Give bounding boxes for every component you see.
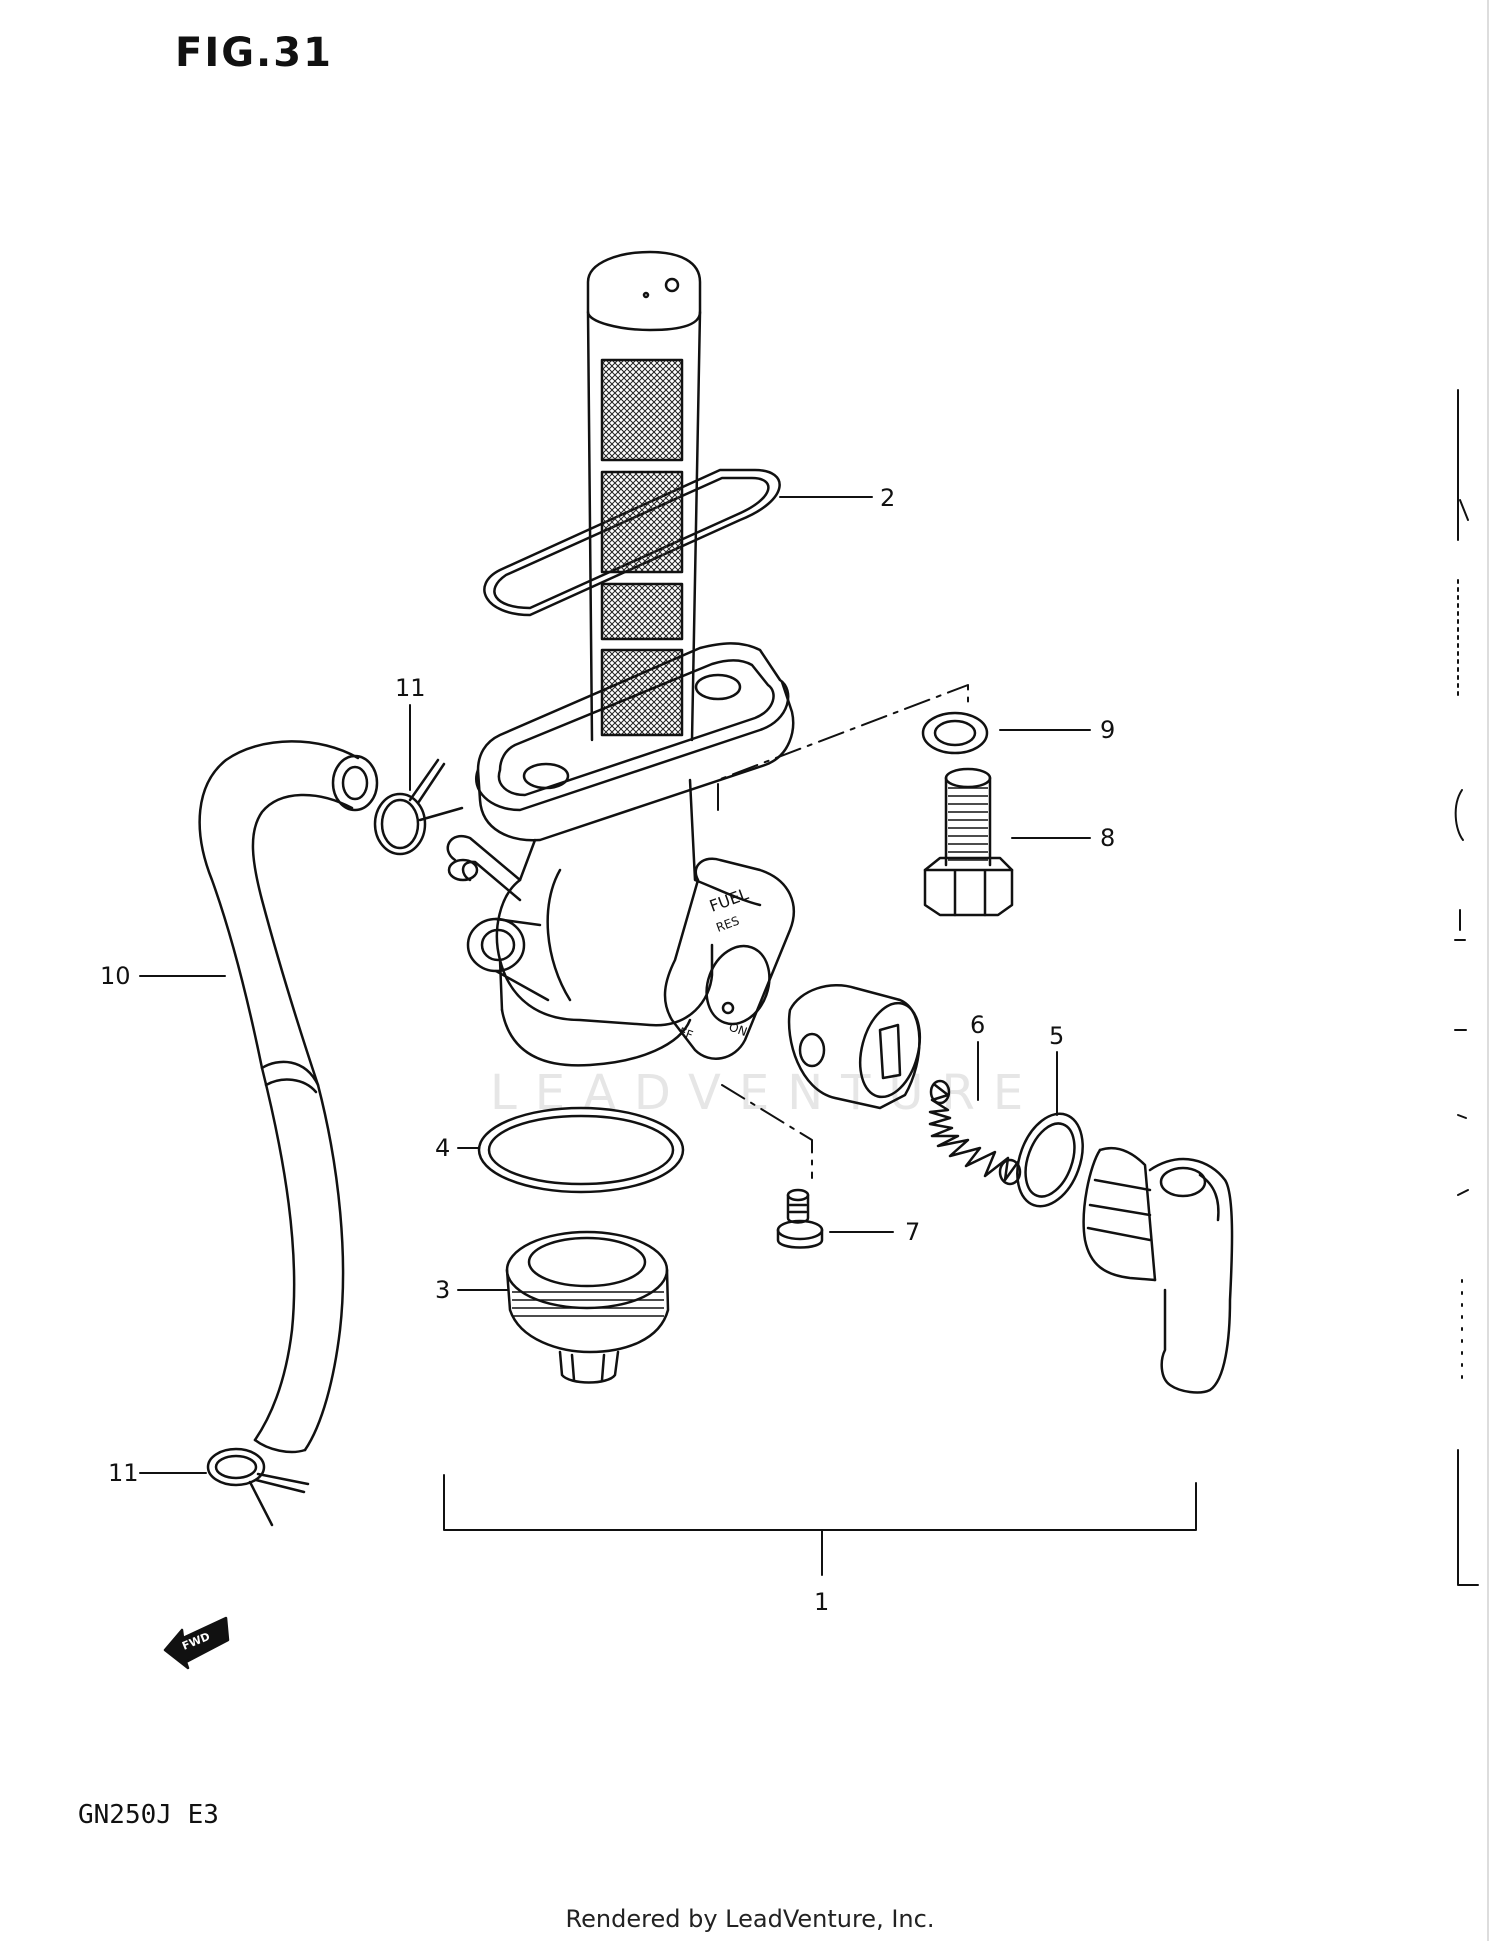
- callout-5: 5: [1049, 1022, 1064, 1050]
- callout-10: 10: [100, 962, 131, 990]
- callout-3: 3: [435, 1276, 450, 1304]
- scan-edge-marks: [1454, 0, 1489, 1941]
- mounting-flange: [475, 642, 795, 842]
- valve-washer: [1016, 1112, 1084, 1208]
- valve-rotor: [787, 983, 922, 1110]
- spring: [928, 1079, 1022, 1186]
- valve-label-off: FF: [677, 1025, 695, 1043]
- valve-label-res: RES: [714, 914, 741, 935]
- bolt-washer: [921, 711, 989, 755]
- fuel-tap-body: [446, 778, 762, 1067]
- tap-gasket: [483, 468, 781, 617]
- leader-lines: [139, 496, 1197, 1576]
- callout-11-upper: 11: [395, 674, 426, 702]
- sediment-bowl: [505, 1230, 670, 1384]
- model-code: GN250J E3: [78, 1800, 219, 1830]
- figure-title: FIG.31: [175, 30, 333, 76]
- callout-2: 2: [880, 484, 895, 512]
- hose-clip-lower: [206, 1447, 310, 1527]
- callout-6: 6: [970, 1011, 985, 1039]
- fuel-hose: [198, 740, 379, 1454]
- valve-label-on: ON: [727, 1020, 749, 1039]
- screw: [776, 1188, 824, 1249]
- valve-lever: [1082, 1146, 1234, 1394]
- bowl-o-ring: [477, 1106, 685, 1194]
- mounting-bolt: [923, 767, 1014, 917]
- fwd-arrow: [163, 1616, 230, 1670]
- footer-credit: Rendered by LeadVenture, Inc.: [565, 1905, 935, 1933]
- fuel-strainer: [586, 250, 702, 742]
- valve-plate: [663, 857, 795, 1060]
- callout-1: 1: [814, 1588, 829, 1616]
- hose-clip-upper: [373, 758, 464, 856]
- callout-11-lower: 11: [108, 1459, 139, 1487]
- callout-9: 9: [1100, 716, 1115, 744]
- callout-4: 4: [435, 1134, 450, 1162]
- callout-7: 7: [905, 1218, 920, 1246]
- callout-8: 8: [1100, 824, 1115, 852]
